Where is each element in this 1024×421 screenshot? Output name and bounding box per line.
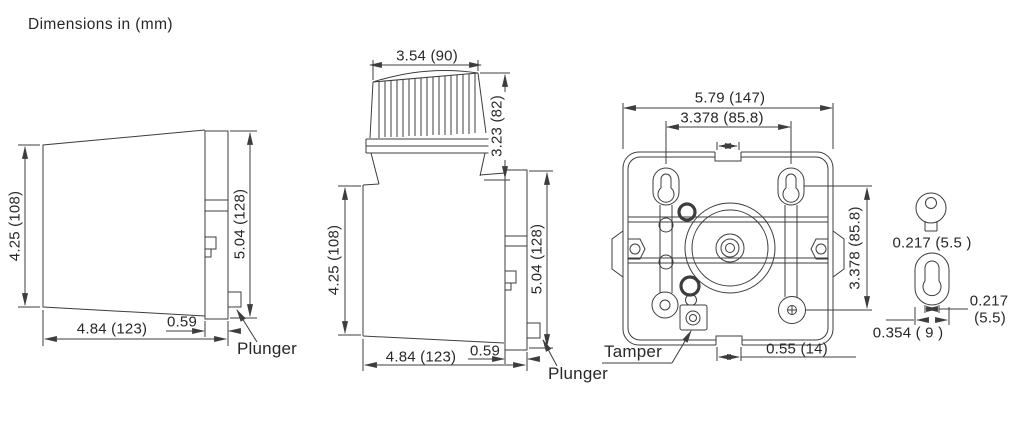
- strobe-height-front-dim: 4.25 (108): [325, 221, 343, 299]
- rear-notch-width-dim: 0.55 (14): [766, 340, 828, 358]
- rear-hole-spacing-h-dim: 3.378 (85.8): [680, 109, 764, 127]
- detail-slot-width-dim: 0.217: [969, 292, 1009, 310]
- detail-slot-width-mm-dim: (5.5): [974, 309, 1006, 327]
- side-plunger-label: Plunger: [237, 339, 297, 358]
- rear-tamper-label: Tamper: [604, 342, 662, 361]
- rear-view-drawing: [602, 103, 872, 364]
- rear-hole-spacing-v-dim: 3.378 (85.8): [846, 203, 864, 293]
- strobe-backplate-dim: 0.59: [470, 342, 500, 360]
- side-view-drawing: [18, 129, 258, 346]
- detail-slot-length-dim: 0.354 ( 9 ): [872, 324, 944, 342]
- strobe-view-drawing: [338, 60, 558, 371]
- side-height-overall-dim: 5.04 (128): [231, 185, 249, 263]
- rear-overall-width-dim: 5.79 (147): [694, 89, 766, 107]
- detail-screw-hole-dim: 0.217 (5.5 ): [892, 234, 972, 252]
- strobe-width-dim: 3.54 (90): [396, 47, 458, 65]
- strobe-plunger-label: Plunger: [548, 364, 608, 383]
- strobe-depth-dim: 4.84 (123): [385, 348, 457, 366]
- strobe-height-dim: 3.23 (82): [488, 92, 506, 160]
- mounting-detail-drawing: [886, 192, 968, 325]
- side-backplate-dim: 0.59: [167, 313, 197, 331]
- strobe-height-overall-dim: 5.04 (128): [528, 220, 546, 298]
- page-title: Dimensions in (mm): [28, 16, 173, 33]
- side-depth-dim: 4.84 (123): [76, 320, 148, 338]
- side-height-front-dim: 4.25 (108): [6, 187, 24, 265]
